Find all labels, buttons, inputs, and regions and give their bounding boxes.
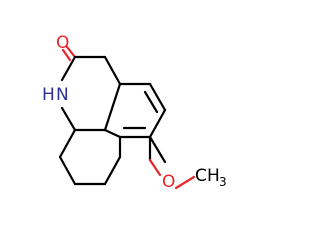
bond-cy-1 [58, 128, 77, 159]
bond-carbonyl-double-1 [65, 45, 77, 59]
bond-methoxy-o-1 [148, 158, 162, 177]
bond-cy-2 [58, 155, 77, 186]
bond-ar-4 [148, 108, 167, 139]
bond-ar-3 [148, 82, 167, 112]
molecule-structure: O N H O C H 3 [42, 33, 227, 192]
bond-ar-3b [143, 90, 159, 114]
amide-hydrogen-label: H [42, 85, 55, 105]
bond-carbonyl-n [60, 55, 77, 82]
bond-ar-ome [148, 135, 167, 164]
carbonyl-oxygen-label: O [56, 33, 69, 53]
bond-carbonyl-double-2 [61, 48, 72, 62]
methyl-carbon-label: C [195, 166, 207, 186]
methyl-hydrogen-label: H [207, 166, 220, 186]
bond-n-junction [60, 106, 77, 132]
structure-canvas: O N H O C H 3 [42, 33, 227, 192]
bond-methoxy-o-2 [174, 175, 196, 190]
methyl-h-count-label: 3 [219, 175, 227, 189]
bond-ar-6 [103, 128, 122, 139]
bond-ar-1 [103, 82, 122, 132]
bond-cy-4 [103, 155, 122, 186]
bond-ch2-aromatic [103, 55, 122, 86]
ether-oxygen-label: O [162, 172, 175, 192]
amide-nitrogen-label: N [56, 85, 69, 105]
